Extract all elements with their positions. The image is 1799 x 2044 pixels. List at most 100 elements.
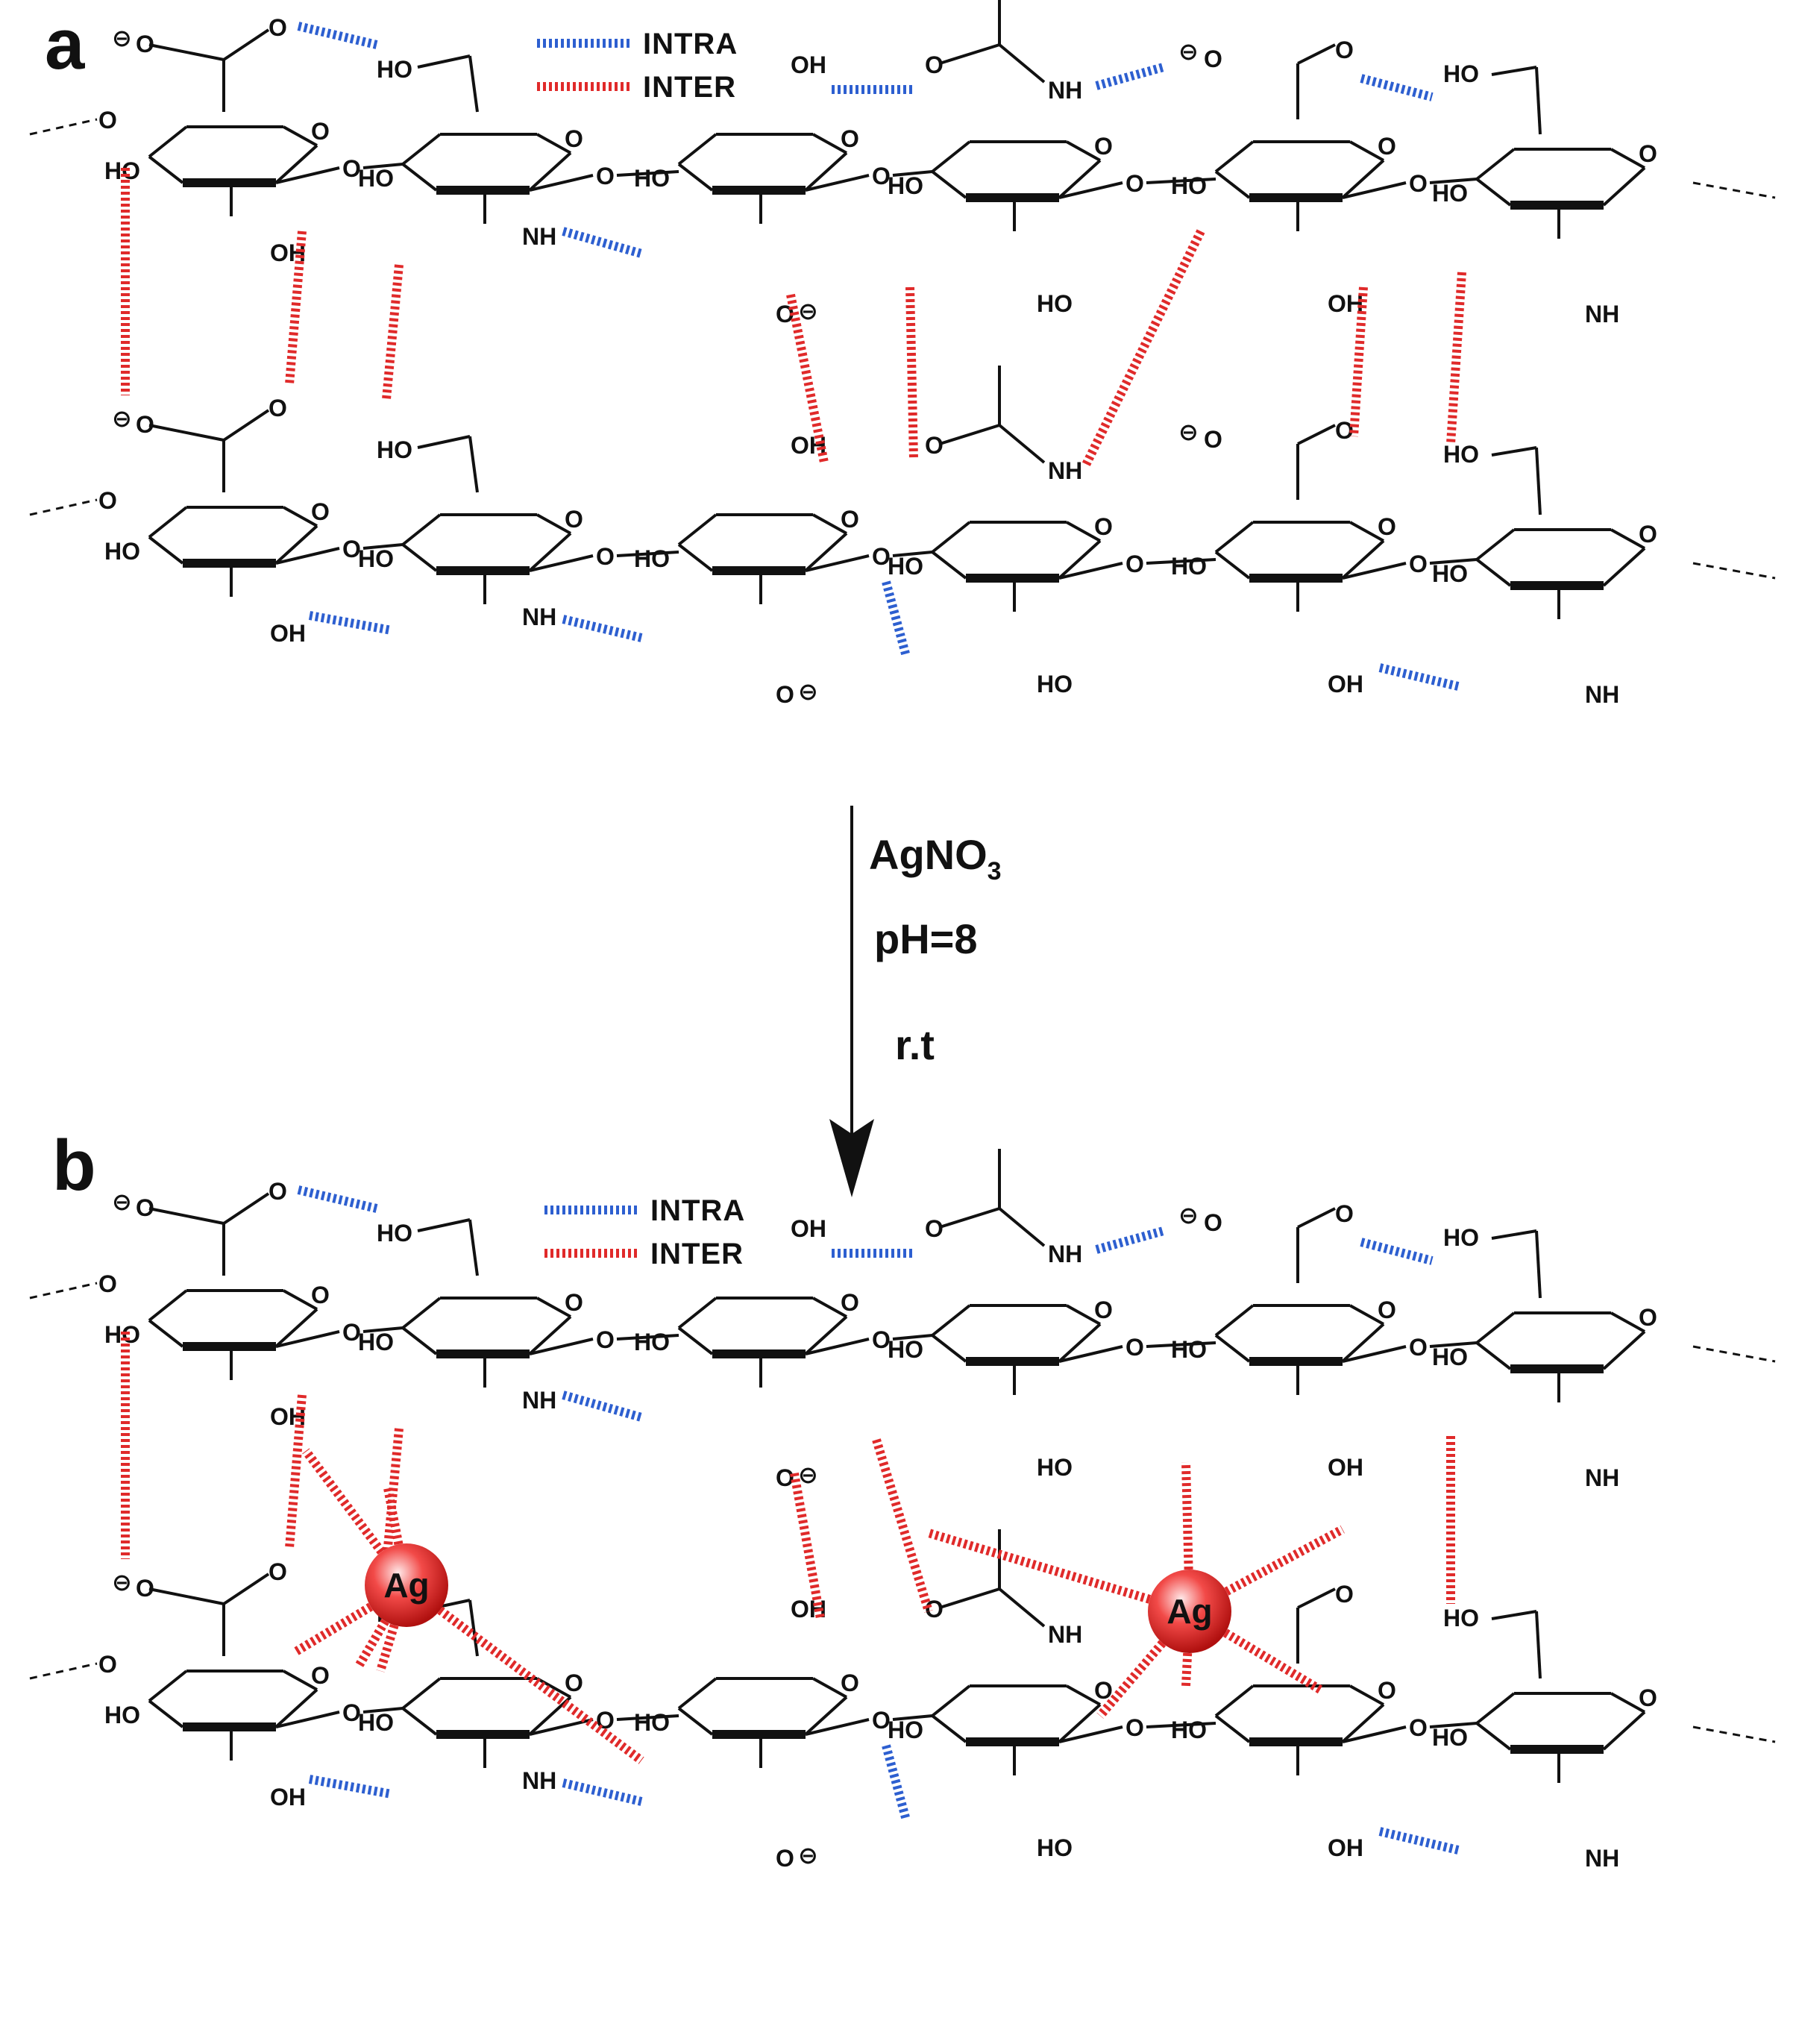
ring-bond	[931, 1684, 971, 1717]
substituent-bond	[222, 409, 270, 442]
sugar-ring: O	[401, 1670, 583, 1739]
ring-oxygen: O	[841, 506, 859, 533]
inter-hbond	[1081, 229, 1205, 468]
glycosidic-bond	[275, 547, 340, 565]
amide-group: NH	[1585, 1464, 1619, 1491]
ring-bond	[283, 1289, 318, 1311]
glycosidic-oxygen: O	[342, 536, 361, 562]
substituent-bond	[468, 1599, 479, 1657]
chain-end-right	[1692, 181, 1776, 199]
intra-hbond	[562, 615, 643, 642]
glycosidic-bond	[1429, 1341, 1478, 1348]
sugar-ring: O	[677, 125, 859, 195]
sugar-ring: O	[931, 1677, 1113, 1746]
glycosidic-oxygen: O	[596, 543, 615, 570]
ring-bond	[1066, 140, 1101, 162]
ring-bond	[1602, 166, 1646, 207]
glycosidic-oxygen: O	[1125, 551, 1144, 577]
carbonyl-oxygen: O	[925, 1215, 944, 1242]
glycosidic-bond	[1429, 558, 1478, 565]
ring-bond	[401, 133, 442, 166]
chain-end-right	[1692, 1345, 1776, 1363]
glycosidic-oxygen: O	[596, 163, 615, 189]
glycosidic-bond	[362, 1326, 404, 1333]
sugar-ring: O	[677, 506, 859, 575]
ring-bond	[931, 1714, 967, 1743]
ring-bond	[536, 133, 571, 154]
sugar-ring: O	[148, 118, 330, 187]
substituent-bond	[1297, 424, 1336, 445]
glycosidic-bond	[1058, 181, 1123, 199]
ring-bond	[677, 133, 718, 166]
negative-charge: ⊖	[1178, 1202, 1199, 1229]
intra-hbond	[882, 1744, 911, 1822]
sugar-ring: O	[931, 133, 1113, 202]
silver-ion-label: Ag	[383, 1566, 429, 1605]
ring-oxygen: O	[311, 498, 330, 525]
ring-bond	[283, 1670, 318, 1691]
ring-bond	[1058, 1703, 1102, 1743]
ring-bond	[148, 1670, 188, 1702]
substituent-bond	[1491, 1229, 1537, 1240]
glycosidic-bond	[805, 554, 870, 572]
ring-bond	[536, 1297, 571, 1318]
ring-bond	[1610, 528, 1645, 550]
inter-hbond	[404, 1581, 644, 1764]
sugar-ring: O	[1475, 1304, 1657, 1373]
glycosidic-bond	[1146, 1341, 1216, 1348]
glycosidic-oxygen: O	[98, 1651, 117, 1678]
chain-end-right	[1692, 562, 1776, 580]
carbonyl-oxygen: O	[269, 1558, 287, 1585]
amide-group: NH	[522, 1387, 556, 1414]
carbonyl-oxygen: O	[269, 395, 287, 421]
glycosidic-oxygen: O	[1125, 1334, 1144, 1361]
inter-hbond	[285, 1394, 307, 1549]
inter-hbond	[1096, 1608, 1193, 1719]
sugar-ring: O	[1475, 140, 1657, 210]
substituent-bond	[1535, 447, 1542, 515]
legend-b: INTRA INTER	[544, 1194, 744, 1270]
glycosidic-bond	[1342, 1345, 1407, 1363]
hydroxyl-group: HO	[1171, 1717, 1207, 1743]
ring-bond	[812, 133, 847, 154]
glycosidic-bond	[529, 1338, 594, 1355]
glycosidic-oxygen: O	[342, 1699, 361, 1726]
ring-oxygen: O	[1639, 140, 1657, 167]
panel-letter-a: a	[45, 4, 85, 84]
arrow-head	[829, 1119, 874, 1197]
sugar-ring: O	[1475, 1684, 1657, 1754]
hydroxyl-group: HO	[104, 538, 140, 565]
sugar-ring: O	[148, 1662, 330, 1731]
negative-charge: ⊖	[798, 1461, 818, 1488]
ring-bond	[1610, 1692, 1645, 1714]
ring-bond	[148, 536, 184, 565]
substituent-bond	[148, 1587, 225, 1605]
ring-bond	[812, 1297, 847, 1318]
ring-bond	[536, 513, 571, 535]
ring-bond	[1341, 159, 1385, 199]
legend-inter-label: INTER	[650, 1238, 744, 1270]
carboxylate-oxygen: O	[776, 1464, 794, 1491]
hydroxyl-group: HO	[1171, 1336, 1207, 1363]
sugar-ring: O	[1214, 513, 1396, 583]
ring-bond	[1475, 1722, 1512, 1751]
hydroxyl-group: HO	[1432, 1344, 1468, 1370]
intra-hbond	[562, 1778, 643, 1806]
ring-bond	[148, 1319, 184, 1348]
ring-oxygen: O	[311, 1282, 330, 1308]
ring-oxygen: O	[1378, 513, 1396, 540]
glycosidic-bond	[805, 174, 870, 192]
inter-hbond	[285, 231, 307, 385]
ring-bond	[931, 1304, 971, 1337]
ring-bond	[283, 506, 318, 527]
ring-bond	[1341, 1323, 1385, 1363]
negative-charge: ⊖	[112, 1569, 132, 1596]
hydroxyl-group: HO	[888, 1336, 923, 1363]
inter-hbond	[383, 1487, 411, 1587]
substituent-bond	[148, 424, 225, 442]
ring-bond	[931, 1334, 967, 1363]
substituent-bond	[1297, 1207, 1336, 1229]
substituent-bond	[1535, 1230, 1542, 1299]
